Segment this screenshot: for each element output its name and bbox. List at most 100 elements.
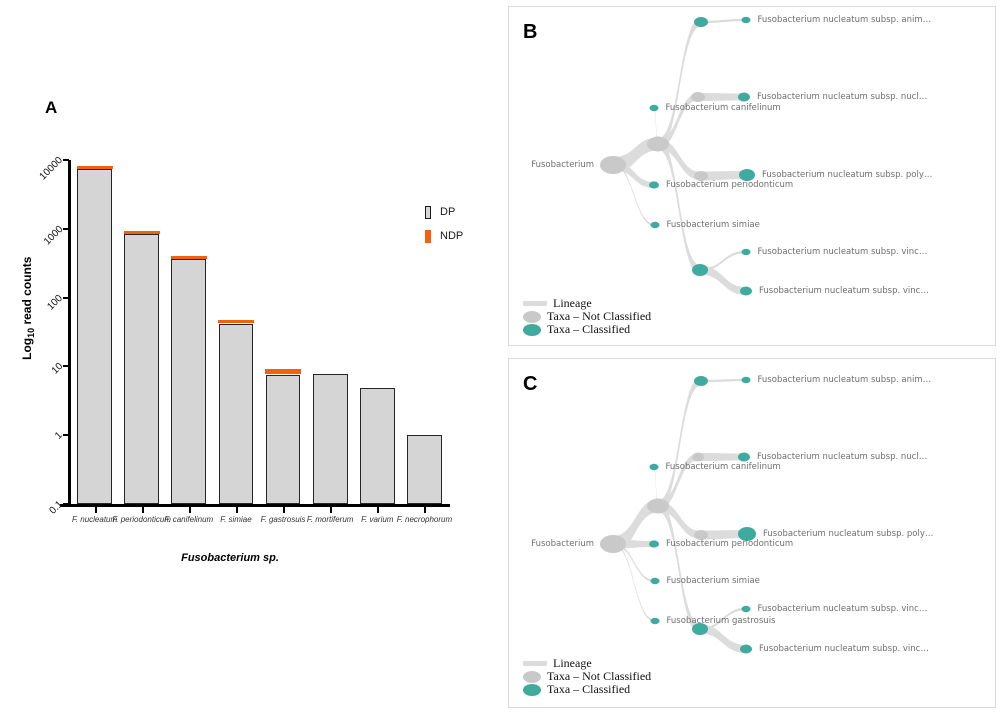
x-axis-tick-mark xyxy=(188,507,191,513)
taxa-node-vinc1[interactable] xyxy=(741,248,751,256)
legend-item-not-classified: Taxa – Not Classified xyxy=(523,669,652,683)
taxa-node-poly[interactable] xyxy=(739,169,755,181)
taxa-node-vinc_hub[interactable] xyxy=(692,623,708,635)
y-axis-line xyxy=(68,160,71,507)
y-axis-tick: 10000 xyxy=(0,154,65,182)
panel-c-letter: C xyxy=(523,373,538,395)
x-axis-tick-mark xyxy=(141,507,144,513)
y-axis-tick-mark xyxy=(63,365,69,368)
taxa-node-nucl_parent[interactable] xyxy=(692,452,704,462)
taxa-node-anim_parent[interactable] xyxy=(694,17,708,27)
node-label-anim: Fusobacterium nucleatum subsp. anim… xyxy=(757,375,932,385)
panel-a-letter: A xyxy=(45,98,58,117)
x-axis-tick-mark xyxy=(235,507,238,513)
bar-ndp-segment xyxy=(217,319,254,323)
taxa-node-periodonticum[interactable] xyxy=(649,540,659,548)
node-label-canifelinum: Fusobacterium canifelinum xyxy=(665,103,781,113)
node-label-canifelinum: Fusobacterium canifelinum xyxy=(665,462,781,472)
x-axis-tick-mark xyxy=(377,507,380,513)
x-axis-line xyxy=(60,504,450,507)
bar-ndp-segment xyxy=(123,231,160,234)
bar-fgastrosuis xyxy=(265,368,302,504)
legend-swatch-not-classified xyxy=(523,670,541,683)
bar-ndp-segment xyxy=(76,166,113,169)
x-axis-tick-mark xyxy=(94,507,97,513)
y-axis-tick-mark xyxy=(63,503,69,505)
lineage-edge xyxy=(658,376,701,512)
taxa-node-vinc1[interactable] xyxy=(741,605,751,613)
taxa-node-mid[interactable] xyxy=(647,136,669,152)
taxa-node-canifelinum[interactable] xyxy=(649,104,659,112)
taxa-node-anim[interactable] xyxy=(741,376,751,384)
lineage-edge xyxy=(700,250,746,272)
lineage-edge xyxy=(701,530,747,540)
legend-swatch-dp xyxy=(425,205,431,219)
taxa-node-vinc2[interactable] xyxy=(740,286,752,296)
legend-item-dp: DP xyxy=(425,200,463,224)
legend-label-lineage: Lineage xyxy=(553,296,592,310)
lineage-edge xyxy=(613,542,655,583)
legend-swatch-not-classified xyxy=(523,310,541,323)
taxa-node-gastrosuis[interactable] xyxy=(650,617,660,625)
node-label-periodonticum: Fusobacterium periodonticum xyxy=(666,539,794,549)
taxa-node-root[interactable] xyxy=(600,535,626,553)
node-label-root: Fusobacterium xyxy=(531,160,594,170)
lineage-edge xyxy=(700,607,746,631)
taxa-node-canifelinum[interactable] xyxy=(649,463,659,471)
legend-item-not-classified: Taxa – Not Classified xyxy=(523,309,651,323)
lineage-edge xyxy=(658,501,701,539)
taxa-node-simiae[interactable] xyxy=(650,577,660,585)
legend-label-dp: DP xyxy=(440,206,456,218)
lineage-edge xyxy=(613,499,658,552)
taxa-node-poly[interactable] xyxy=(738,527,756,541)
taxa-node-poly_parent[interactable] xyxy=(694,171,708,181)
x-axis-tick-label: F. necrophorum xyxy=(396,515,453,524)
node-label-simiae: Fusobacterium simiae xyxy=(666,220,760,230)
node-label-simiae: Fusobacterium simiae xyxy=(666,576,760,586)
legend-item-ndp: NDP xyxy=(425,224,463,248)
taxa-node-periodonticum[interactable] xyxy=(649,181,659,189)
lineage-edge xyxy=(658,453,698,510)
bar-fmortiferum xyxy=(312,373,348,504)
y-axis-tick-label: 10000 xyxy=(37,154,66,183)
x-axis-tick-label: F. nucleatum xyxy=(71,515,118,524)
x-axis-tick-label: F. simiae xyxy=(220,515,252,524)
taxa-node-simiae[interactable] xyxy=(650,221,660,229)
bar-ndp-segment xyxy=(265,368,302,375)
x-axis-title: Fusobacterium sp. xyxy=(181,552,279,564)
lineage-edge xyxy=(658,93,698,148)
bar-ndp-segment xyxy=(170,256,207,259)
taxa-node-vinc_hub[interactable] xyxy=(692,264,708,276)
taxa-node-vinc2[interactable] xyxy=(740,644,752,654)
panel-a-legend: DP NDP xyxy=(425,200,463,248)
panel-c-lineage-graph xyxy=(600,376,756,654)
taxa-node-anim_parent[interactable] xyxy=(694,376,708,386)
legend-label-not-classified: Taxa – Not Classified xyxy=(547,669,652,683)
lineage-edge xyxy=(698,93,744,101)
lineage-edge xyxy=(700,265,746,295)
taxa-node-nucl[interactable] xyxy=(738,92,750,102)
taxa-node-anim[interactable] xyxy=(741,16,751,24)
x-axis-tick-mark xyxy=(330,507,333,513)
taxa-node-mid[interactable] xyxy=(647,498,669,514)
lineage-edge xyxy=(654,464,658,510)
panel-b-letter: B xyxy=(523,21,538,43)
y-axis-tick-label: 100 xyxy=(45,292,66,313)
lineage-edge xyxy=(701,171,747,181)
node-label-poly: Fusobacterium nucleatum subsp. poly… xyxy=(763,529,934,539)
lineage-edge xyxy=(658,17,701,150)
x-axis-tick-label: F. canifelinum xyxy=(164,515,214,524)
taxa-node-nucl[interactable] xyxy=(738,452,750,462)
taxa-node-nucl_parent[interactable] xyxy=(691,92,705,102)
taxa-node-poly_parent[interactable] xyxy=(694,530,708,540)
bar-fperiodonticum xyxy=(123,231,160,504)
y-axis-tick-mark xyxy=(63,296,69,299)
legend-label-classified: Taxa – Classified xyxy=(547,682,631,696)
node-label-anim: Fusobacterium nucleatum subsp. anim… xyxy=(757,15,932,25)
bar-fnecrophorum xyxy=(407,435,442,504)
taxa-node-root[interactable] xyxy=(600,156,626,174)
